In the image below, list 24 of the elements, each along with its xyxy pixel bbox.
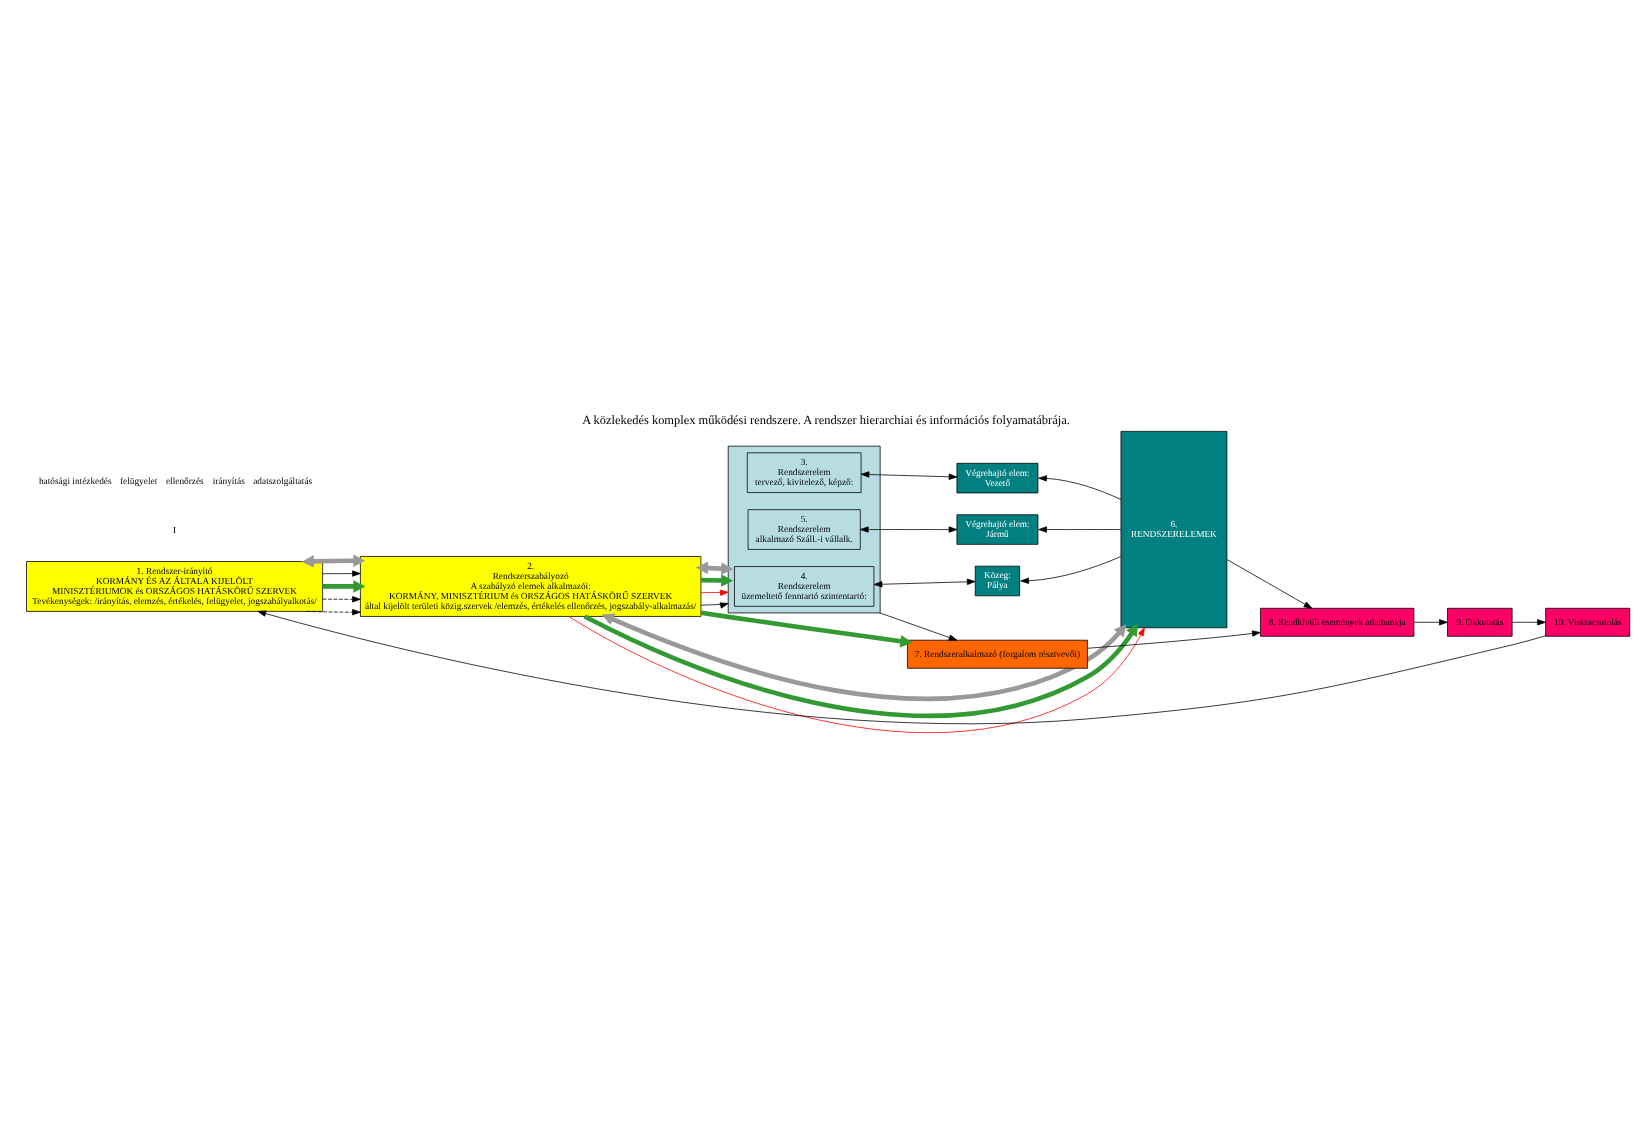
arrow bbox=[1413, 618, 1448, 625]
arrow bbox=[860, 470, 958, 479]
arrow bbox=[301, 553, 366, 567]
arrow bbox=[1038, 525, 1122, 532]
arrow bbox=[257, 609, 1547, 723]
arrow bbox=[322, 595, 361, 602]
arrow bbox=[306, 608, 361, 615]
arrow bbox=[1038, 474, 1122, 499]
arrow bbox=[700, 573, 734, 586]
arrow bbox=[1511, 618, 1546, 625]
arrow bbox=[583, 613, 1138, 717]
arrow bbox=[700, 609, 913, 647]
arrow bbox=[1226, 558, 1313, 608]
arrow bbox=[860, 525, 958, 532]
arrow bbox=[322, 579, 366, 592]
arrow bbox=[873, 577, 976, 587]
arrow bbox=[601, 612, 1127, 701]
arrow bbox=[879, 611, 958, 640]
arrow bbox=[1087, 629, 1261, 648]
arrow bbox=[568, 615, 1145, 732]
arrow bbox=[322, 569, 361, 576]
arrow bbox=[700, 601, 729, 608]
arrow bbox=[700, 588, 729, 595]
arrow bbox=[1020, 555, 1122, 583]
